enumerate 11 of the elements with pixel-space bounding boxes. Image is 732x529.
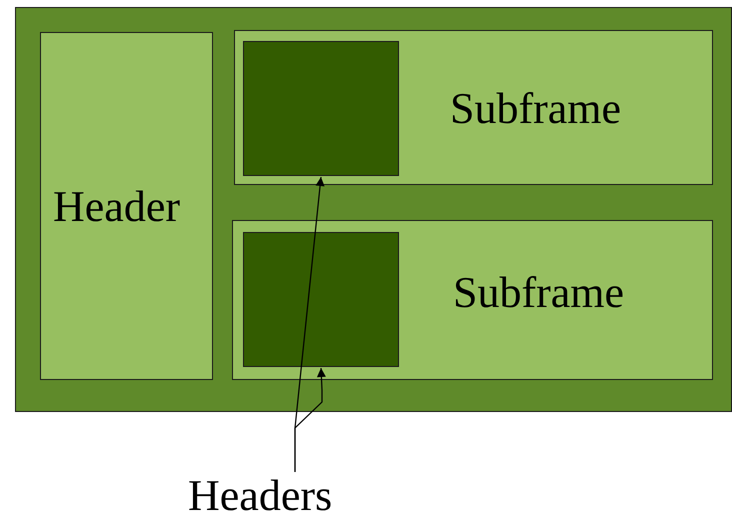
box-label: Subframe bbox=[450, 87, 622, 131]
box-label: Header bbox=[53, 185, 180, 229]
subframe-box bbox=[232, 220, 713, 380]
header-block bbox=[243, 41, 399, 176]
header-block bbox=[243, 232, 399, 367]
frame-box bbox=[15, 7, 732, 412]
box-label: Subframe bbox=[453, 271, 624, 315]
header-box bbox=[40, 32, 213, 380]
subframe-box bbox=[234, 30, 713, 185]
headers-label: Headers bbox=[188, 474, 332, 518]
leader-arrow bbox=[294, 368, 326, 472]
